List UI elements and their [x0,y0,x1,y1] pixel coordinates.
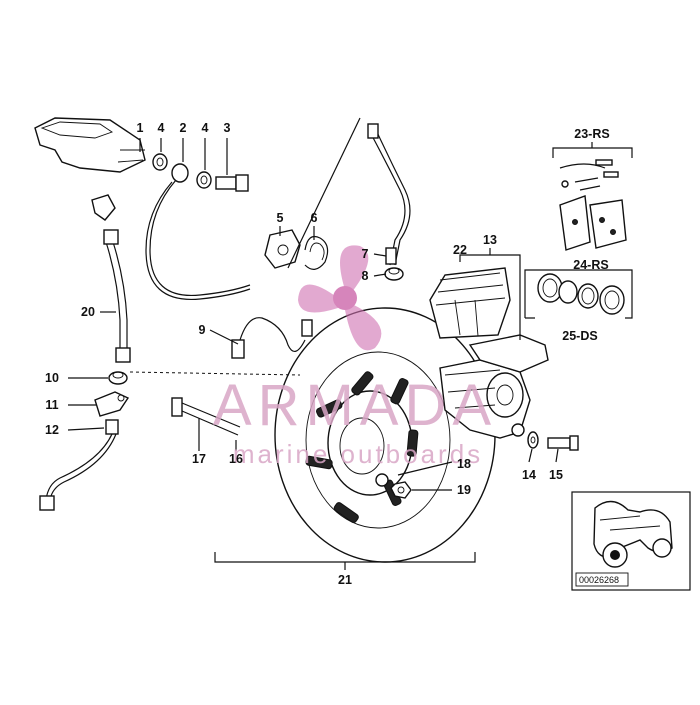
sealing-washer-1[interactable] [152,153,168,171]
callout-10: 10 [45,371,59,385]
brake-caliper[interactable] [439,334,549,439]
disc-nut[interactable] [390,481,412,499]
callout-16: 16 [229,452,243,466]
callout-11: 11 [45,398,58,412]
reference-thumbnail[interactable]: 00026268 [571,491,691,591]
piston-seal-kit[interactable] [537,273,625,315]
callout-19: 19 [457,483,471,497]
master-cylinder[interactable] [34,117,146,173]
callout-5: 5 [277,211,284,225]
banjo-bolt[interactable] [215,174,249,192]
brake-line-upper[interactable] [145,163,251,301]
brake-line-lower[interactable] [231,317,313,359]
brake-hose-front[interactable] [91,194,131,363]
callout-21: 21 [338,573,352,587]
caliper-washer[interactable] [527,431,539,449]
hose-grommet[interactable] [108,371,128,385]
callout-4a: 4 [158,121,165,135]
axle-bolt[interactable] [171,397,241,436]
callout-8: 8 [362,269,369,283]
hose-fitting-12[interactable] [39,419,119,511]
disc-bolt[interactable] [375,473,389,487]
callout-6: 6 [311,211,318,225]
watermark-brand: ARMADA [213,373,497,438]
caliper-bolt[interactable] [547,435,579,451]
pad-pin-kit[interactable] [559,159,619,191]
brand-watermark: ARMADA marine outboards [213,245,497,469]
grommet-8[interactable] [384,267,404,281]
watermark-tagline: marine outboards [233,439,483,469]
line-clamp[interactable] [304,235,329,270]
callout-20: 20 [81,305,95,319]
callout-25: 25-DS [562,329,597,343]
callout-7: 7 [362,247,369,261]
leader-lines [67,117,633,570]
callout-18: 18 [457,457,471,471]
callout-23: 23-RS [574,127,609,141]
brake-pad-set[interactable] [429,267,511,339]
callout-2: 2 [180,121,187,135]
callout-9: 9 [199,323,206,337]
hose-fitting-7[interactable] [385,247,397,265]
motorcycle-icon [593,500,673,568]
callout-22: 22 [453,243,467,257]
brake-line-distributor[interactable] [264,229,301,269]
rear-brake-pads[interactable] [559,195,627,251]
reference-number: 00026268 [579,575,619,585]
callout-17: 17 [192,452,206,466]
callout-13: 13 [483,233,497,247]
callout-12: 12 [45,423,59,437]
propeller-logo-icon [298,245,382,351]
callout-3: 3 [224,121,231,135]
callout-4b: 4 [202,121,209,135]
brake-hose-top[interactable] [367,123,411,266]
callout-1: 1 [137,121,144,135]
hose-bracket[interactable] [94,391,130,417]
callout-15: 15 [549,468,563,482]
callout-labels: 1 4 2 4 3 5 6 7 8 9 13 22 23-RS 24-RS 25… [45,121,610,587]
sealing-washer-2[interactable] [196,171,212,189]
callout-14: 14 [522,468,536,482]
callout-24: 24-RS [573,258,608,272]
